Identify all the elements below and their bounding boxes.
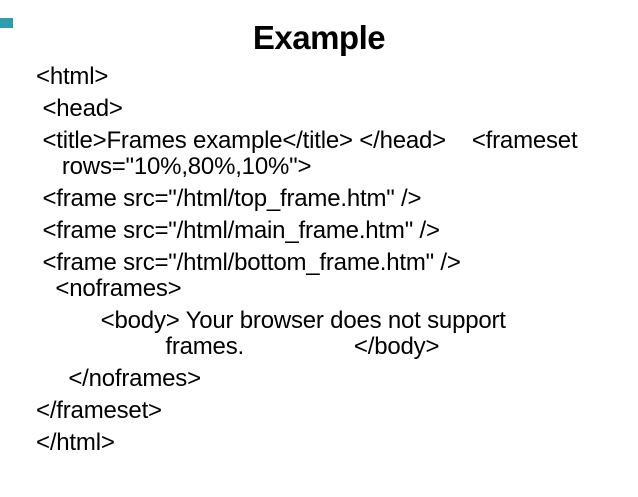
code-block: <html> <head> <title>Frames example</tit… <box>36 64 638 456</box>
code-line: <frame src="/html/top_frame.htm" /> <box>36 185 422 212</box>
code-paragraph: <title>Frames example</title> </head> <f… <box>36 128 638 180</box>
code-paragraph: </noframes> <box>36 366 638 392</box>
code-line: <head> <box>36 95 123 122</box>
code-line: </frameset> <box>36 397 162 424</box>
code-line: rows="10%,80%,10%"> <box>36 153 312 180</box>
code-paragraph: </frameset> <box>36 398 638 424</box>
code-line: frames. </body> <box>36 333 440 360</box>
code-paragraph: <html> <box>36 64 638 90</box>
code-line: <frame src="/html/bottom_frame.htm" /> <box>36 249 461 276</box>
code-paragraph: <frame src="/html/main_frame.htm" /> <box>36 218 638 244</box>
code-line: </noframes> <box>36 365 201 392</box>
slide: { "slide": { "title": "Example", "corner… <box>0 18 638 497</box>
corner-accent-square <box>0 18 13 28</box>
code-paragraph: <frame src="/html/top_frame.htm" /> <box>36 186 638 212</box>
code-line: <html> <box>36 63 109 90</box>
code-paragraph: </html> <box>36 430 638 456</box>
code-line: <noframes> <box>36 275 182 302</box>
code-paragraph: <head> <box>36 96 638 122</box>
code-line: <frame src="/html/main_frame.htm" /> <box>36 217 440 244</box>
slide-title: Example <box>252 19 386 56</box>
code-line: <title>Frames example</title> </head> <f… <box>36 127 578 154</box>
code-line: </html> <box>36 429 115 456</box>
code-line: <body> Your browser does not support <box>36 307 506 334</box>
code-paragraph: <body> Your browser does not support fra… <box>36 308 638 360</box>
code-paragraph: <frame src="/html/bottom_frame.htm" /> <… <box>36 250 638 302</box>
